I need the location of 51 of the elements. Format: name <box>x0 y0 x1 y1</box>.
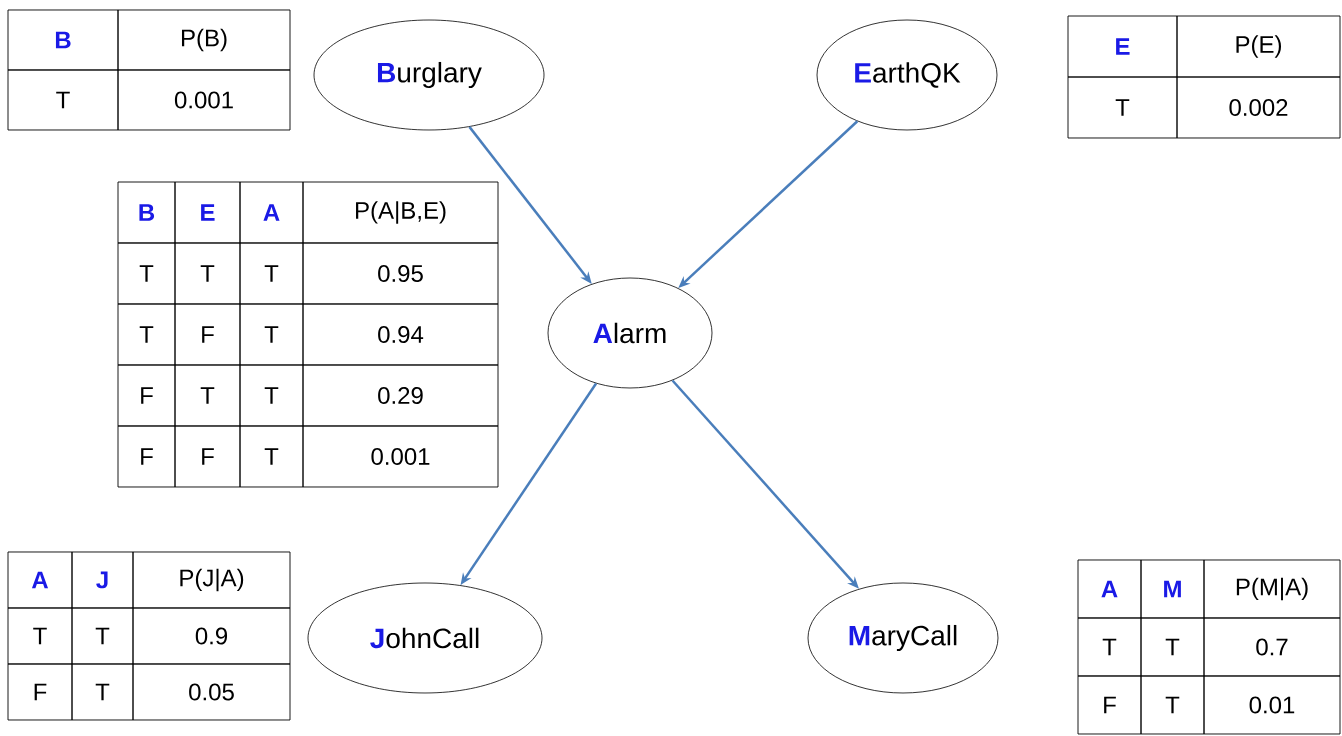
table-cell: T <box>7 69 119 131</box>
table-cell: T <box>239 364 304 427</box>
ellipse-node: MaryCall <box>807 582 999 694</box>
table-cell: 0.01 <box>1203 675 1341 735</box>
table-cell: 0.002 <box>1176 76 1341 139</box>
table-cell: P(B) <box>117 9 291 71</box>
table-cell: B <box>117 181 176 244</box>
table-cell: T <box>1140 617 1205 677</box>
table-cell: F <box>174 425 241 488</box>
ellipse-node: Alarm <box>547 277 713 389</box>
table-cell: T <box>1077 617 1142 677</box>
table-cell: M <box>1140 559 1205 619</box>
table-cell: T <box>174 364 241 427</box>
table-cell: T <box>7 607 73 665</box>
table-cell: 0.9 <box>132 607 291 665</box>
table-cell: A <box>239 181 304 244</box>
table-cell: T <box>1067 76 1178 139</box>
table-cell: T <box>1140 675 1205 735</box>
table-cell: T <box>239 303 304 366</box>
table-cell: 0.95 <box>302 242 499 305</box>
table-cell: 0.001 <box>117 69 291 131</box>
table-cell: F <box>117 364 176 427</box>
table-cell: E <box>174 181 241 244</box>
ellipse-node: Burglary <box>313 19 545 131</box>
table-cell: T <box>117 242 176 305</box>
table-cell: 0.05 <box>132 663 291 721</box>
table-cell: T <box>239 425 304 488</box>
table-cell: F <box>174 303 241 366</box>
table-cell: F <box>1077 675 1142 735</box>
table-cell: T <box>239 242 304 305</box>
table-cell: P(E) <box>1176 15 1341 78</box>
table-cell: F <box>7 663 73 721</box>
table-cell: P(M|A) <box>1203 559 1341 619</box>
table-cell: T <box>174 242 241 305</box>
table-cell: 0.7 <box>1203 617 1341 677</box>
table-cell: A <box>1077 559 1142 619</box>
table-cell: 0.29 <box>302 364 499 427</box>
table-cell: E <box>1067 15 1178 78</box>
table-cell: 0.94 <box>302 303 499 366</box>
table-cell: B <box>7 9 119 71</box>
table-cell: T <box>117 303 176 366</box>
table-cell: T <box>71 607 134 665</box>
table-cell: P(J|A) <box>132 551 291 609</box>
table-cell: 0.001 <box>302 425 499 488</box>
ellipse-node: JohnCall <box>307 582 543 694</box>
ellipse-node: EarthQK <box>816 19 998 131</box>
table-cell: J <box>71 551 134 609</box>
table-cell: T <box>71 663 134 721</box>
table-cell: P(A|B,E) <box>302 181 499 244</box>
table-cell: F <box>117 425 176 488</box>
table-cell: A <box>7 551 73 609</box>
